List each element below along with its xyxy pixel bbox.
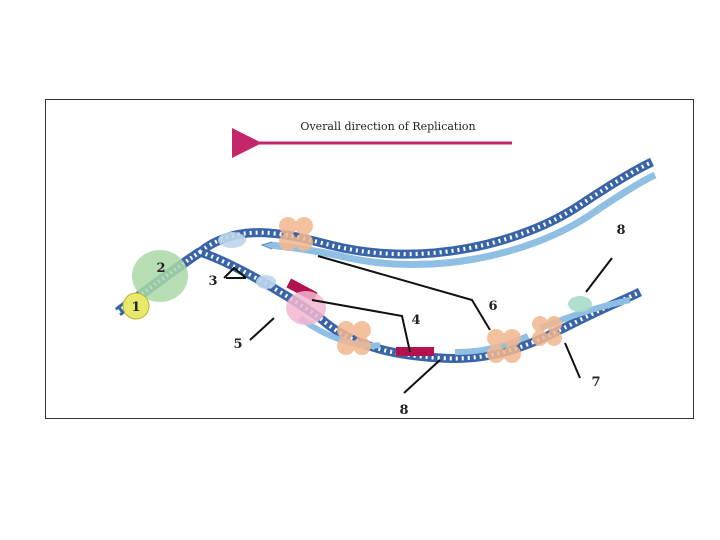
label-8-okazaki: 8 [399, 403, 408, 418]
leading-base-ticks [200, 162, 652, 254]
leading-strand-arrowhead [262, 242, 272, 249]
label-2: 2 [156, 261, 165, 276]
leader-5 [250, 318, 274, 340]
label-4: 4 [411, 313, 420, 328]
dna-ligase [568, 296, 592, 312]
leading-template-strand [200, 162, 652, 254]
dna-polymerase-lagging-3 [532, 316, 562, 346]
label-6: 6 [488, 299, 497, 314]
figure-title: Overall direction of Replication [300, 120, 475, 133]
leader-7 [565, 343, 580, 378]
leader-8-top [586, 258, 612, 292]
rna-primer-2 [396, 347, 434, 356]
label-3: 3 [208, 274, 217, 289]
label-8-ligase: 8 [616, 223, 625, 238]
label-5: 5 [233, 337, 242, 352]
ssb-protein-2 [256, 275, 276, 289]
label-7: 7 [591, 375, 600, 390]
ssb-protein-1 [218, 232, 246, 248]
primase [286, 291, 326, 325]
label-1: 1 [131, 300, 140, 315]
leader-8-bottom [404, 360, 440, 393]
